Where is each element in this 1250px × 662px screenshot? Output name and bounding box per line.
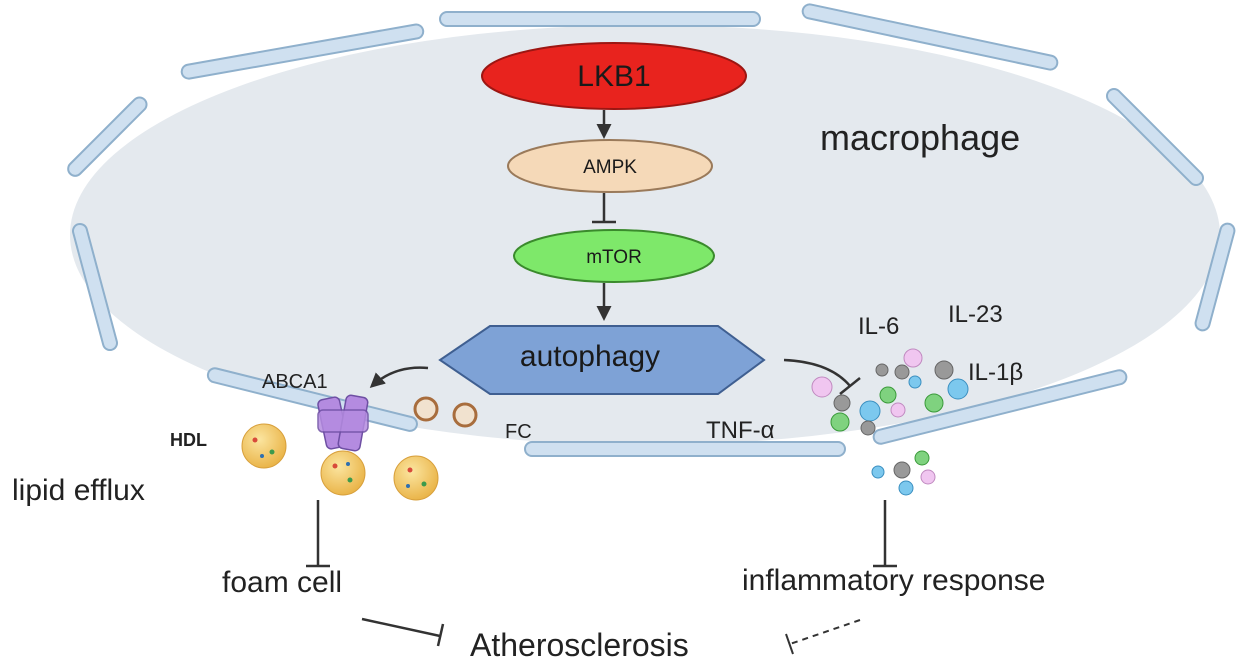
il23-label: IL-23: [948, 301, 1003, 328]
cell-label: macrophage: [820, 117, 1020, 158]
arrow-autophagy-abca1: [369, 366, 429, 389]
lkb1-label: LKB1: [577, 60, 650, 93]
ampk-label: AMPK: [583, 157, 637, 178]
lipid-efflux-label: lipid efflux: [12, 474, 145, 507]
ampk-node: [507, 139, 713, 193]
abca1-transporter: [317, 394, 369, 452]
inhibit-inflammatory-atherosclerosis-bar: [785, 633, 794, 655]
lkb1-node: [481, 42, 747, 110]
inhibit-autophagy-cytokines: [783, 358, 851, 387]
inhibit-inflammatory-atherosclerosis: [789, 619, 861, 645]
cytokine-cluster: [811, 348, 969, 436]
inhibit-foam-atherosclerosis-bar: [436, 623, 445, 647]
mtor-node: [513, 229, 715, 283]
fc-molecule: [413, 396, 439, 422]
inhibit-foam-atherosclerosis: [361, 617, 441, 638]
cell-membrane: [67, 3, 1236, 457]
il6-label: IL-6: [858, 313, 899, 340]
hdl-label: HDL: [170, 430, 207, 450]
hdl-particles: [241, 423, 439, 501]
inhibit-autophagy-cytokines-bar: [839, 377, 861, 395]
inflammatory-response-label: inflammatory response: [742, 564, 1045, 597]
secreted-cytokines: [871, 450, 936, 496]
mtor-label: mTOR: [586, 247, 642, 268]
autophagy-label: autophagy: [520, 340, 660, 373]
abca1-label: ABCA1: [262, 371, 328, 393]
fc-molecule: [452, 402, 478, 428]
atherosclerosis-label: Atherosclerosis: [470, 627, 689, 662]
autophagy-node: [438, 325, 766, 395]
tnf-label: TNF-α: [706, 417, 775, 444]
foam-cell-label: foam cell: [222, 566, 342, 599]
fc-label: FC: [505, 421, 532, 443]
il1b-label: IL-1β: [968, 359, 1023, 386]
